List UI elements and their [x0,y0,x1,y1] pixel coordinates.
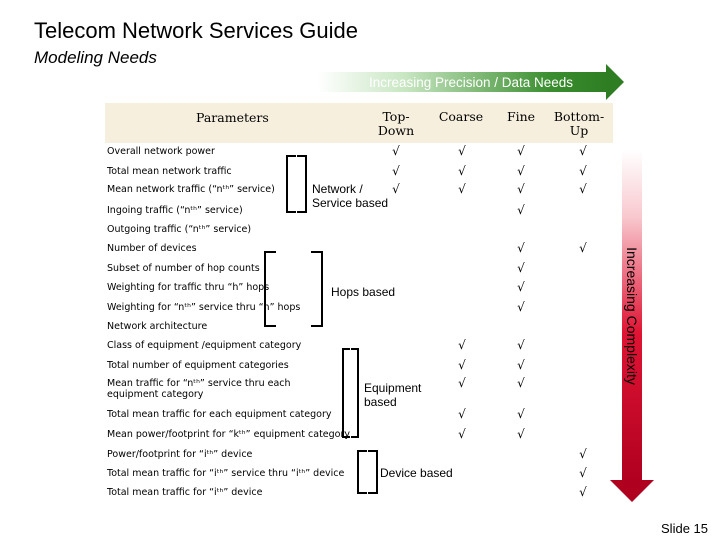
slide-number: Slide 15 [661,521,708,536]
check-mark-top-down: √ [392,144,400,158]
check-mark-coarse: √ [458,358,466,372]
slide-subtitle: Modeling Needs [34,48,157,67]
check-mark-coarse: √ [458,144,466,158]
precision-arrow-head [606,64,624,100]
check-mark-bottom-up: √ [579,485,587,499]
precision-arrow-label: Increasing Precision / Data Needs [368,75,574,90]
row-label: Weighting for traffic thru “h” hops [107,282,270,293]
check-mark-fine: √ [517,203,525,217]
check-mark-fine: √ [517,241,525,255]
check-mark-fine: √ [517,280,525,294]
top-down-header: Top- Down [377,109,415,138]
coarse-header: Coarse [438,109,484,124]
row-label: Network architecture [107,321,208,332]
complexity-arrow-head [610,480,654,502]
check-mark-coarse: √ [458,407,466,421]
device-group-label: Device based [380,466,453,480]
row-label: Power/footprint for “iᵗʰ” device [107,449,253,460]
fine-header: Fine [506,109,536,124]
row-label: Mean power/footprint for “kᵗʰ” equipment… [107,429,351,440]
row-label: Overall network power [107,146,215,157]
check-mark-fine: √ [517,376,525,390]
check-mark-top-down: √ [392,182,400,196]
row-label: Total mean network traffic [107,166,232,177]
row-label: Outgoing traffic (“nᵗʰ” service) [107,224,252,235]
equipment-bracket-right [351,348,359,438]
row-label: Total number of equipment categories [107,360,289,371]
table-header-band [105,103,613,143]
check-mark-bottom-up: √ [579,164,587,178]
hops-bracket-left [264,251,276,327]
hops-bracket-right [311,251,323,327]
check-mark-bottom-up: √ [579,241,587,255]
check-mark-fine: √ [517,300,525,314]
row-label: Class of equipment /equipment category [107,340,302,351]
check-mark-fine: √ [517,338,525,352]
check-mark-fine: √ [517,261,525,275]
precision-arrow-bar [318,72,608,92]
check-mark-fine: √ [517,427,525,441]
check-mark-fine: √ [517,182,525,196]
row-label: Weighting for “nᵗʰ” service thru “h” hop… [107,302,301,313]
check-mark-coarse: √ [458,164,466,178]
check-mark-fine: √ [517,164,525,178]
row-label: Total mean traffic for each equipment ca… [107,409,332,420]
row-label: Total mean traffic for “iᵗʰ” service thr… [107,468,345,479]
check-mark-bottom-up: √ [579,466,587,480]
check-mark-bottom-up: √ [579,447,587,461]
complexity-arrow-label: Increasing Complexity [624,247,640,385]
check-mark-coarse: √ [458,427,466,441]
row-label: Mean traffic for “nᵗʰ” service thru each… [107,378,291,400]
check-mark-bottom-up: √ [579,182,587,196]
check-mark-coarse: √ [458,182,466,196]
check-mark-bottom-up: √ [579,144,587,158]
check-mark-coarse: √ [458,338,466,352]
row-label: Mean network traffic (“nᵗʰ” service) [107,184,275,195]
hops-group-label: Hops based [331,285,396,299]
network-bracket-right [297,155,307,213]
row-label: Total mean traffic for “iᵗʰ” device [107,487,263,498]
equipment-bracket-left [342,348,350,438]
device-bracket-left [357,450,367,494]
network-bracket-left [286,155,296,213]
check-mark-fine: √ [517,407,525,421]
check-mark-fine: √ [517,358,525,372]
bottom-up-header: Bottom- Up [553,109,605,138]
complexity-arrow-bar [622,150,642,482]
row-label: Subset of number of hop counts [107,263,260,274]
equipment-group-label: Equipment based [364,381,422,409]
check-mark-coarse: √ [458,376,466,390]
parameters-header: Parameters [196,110,269,125]
row-label: Ingoing traffic (“nᵗʰ” service) [107,205,243,216]
slide-title: Telecom Network Services Guide [34,18,359,43]
check-mark-fine: √ [517,144,525,158]
row-label: Number of devices [107,243,197,254]
check-mark-top-down: √ [392,164,400,178]
network-service-group-label: Network / Service based [312,182,389,210]
device-bracket-right [368,450,378,494]
